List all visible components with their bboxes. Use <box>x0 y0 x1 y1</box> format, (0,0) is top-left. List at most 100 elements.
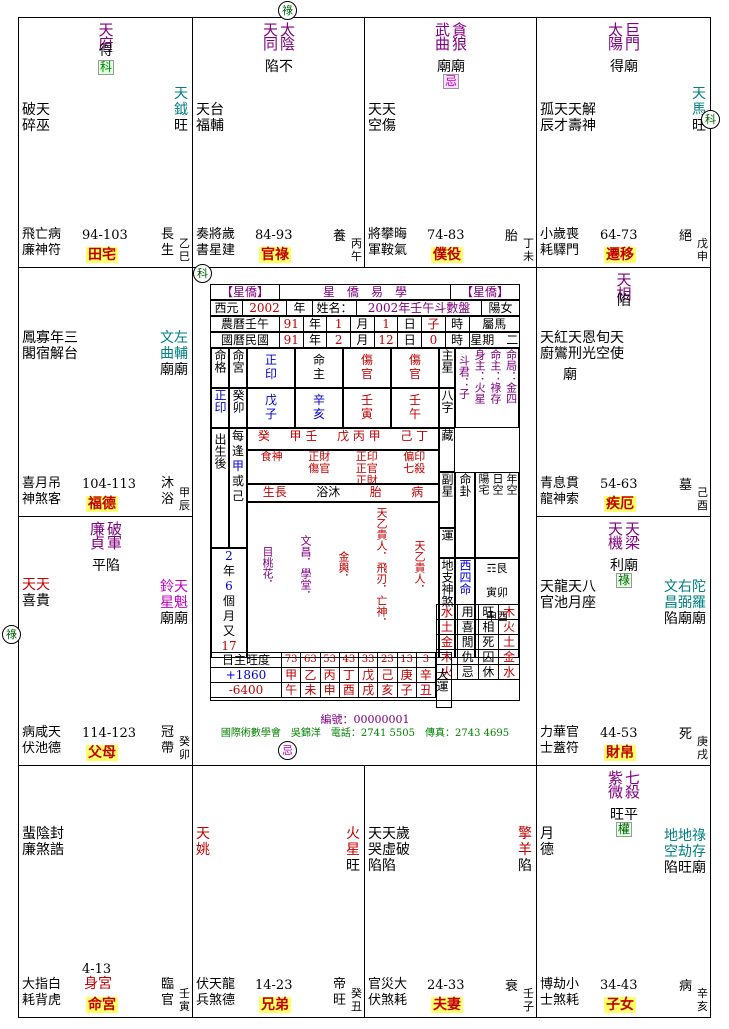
palace-ganzhi: 壬寅 <box>179 987 190 1013</box>
stage-char: 病 <box>678 979 692 994</box>
major-star: 巨門 <box>623 22 641 50</box>
major-stars: 天機天梁 <box>606 521 641 549</box>
palace-name[interactable]: 遷移 <box>604 247 636 263</box>
palace-ganzhi: 甲辰 <box>179 486 190 512</box>
palace-name[interactable]: 命宮 <box>86 997 118 1013</box>
minor-stars-left: 天姚 <box>196 826 210 858</box>
shensha-line: 軍鞍氣 <box>368 243 408 258</box>
pillar-ganzhi: 壬午 <box>391 388 439 428</box>
palace-name[interactable]: 財帛 <box>604 745 636 761</box>
shensha-line: 力華官 <box>540 725 580 740</box>
shensha-list: 官災大伏煞耗 <box>368 977 407 1009</box>
shensha-line: 大指白 <box>22 977 62 992</box>
ming-gong: 命宮 <box>229 348 247 388</box>
palace-name[interactable]: 兄弟 <box>259 997 291 1013</box>
daxian-age: 94-103 <box>82 228 128 243</box>
center-header: 【星僑】星 僑 易 學【星僑】 <box>210 284 520 300</box>
shensha-line: 青息貫 <box>540 476 580 491</box>
palace-name[interactable]: 疾厄 <box>604 496 636 512</box>
shensha-line: 奏將歲 <box>196 227 236 242</box>
wuxing-table: 水用旺木土喜相火金閒死土木仇囚金火忌休水 <box>436 604 520 680</box>
palace-name[interactable]: 官祿 <box>259 247 291 263</box>
minor-stars-right: 擎羊陷 <box>518 826 532 874</box>
palace-ganzhi: 己酉 <box>697 486 708 512</box>
minor-star-line: 姚 <box>196 842 210 858</box>
shensha-list: 青息貫龍神索 <box>540 476 579 508</box>
palace-ganzhi: 癸丑 <box>351 987 362 1013</box>
major-brightness: 得廟 <box>610 59 638 75</box>
palace-name[interactable]: 父母 <box>86 745 118 761</box>
minor-stars-left: 蜚陰封廉煞誥 <box>22 826 64 858</box>
minor-stars-left: 月德 <box>540 826 554 858</box>
shensha-line: 伏煞耗 <box>368 993 408 1008</box>
palace-name[interactable]: 僕役 <box>431 247 463 263</box>
stage-char: 長 <box>160 227 174 242</box>
daxian-age: 74-83 <box>427 228 465 243</box>
palace-name[interactable]: 福德 <box>86 496 118 512</box>
minor-star-line: 德 <box>540 842 554 858</box>
minor-star-line: 碎巫 <box>22 118 50 134</box>
ke-circle-center: 科 <box>193 264 212 283</box>
shensha-line: 小歲喪 <box>540 227 580 242</box>
shishen: 食神正財傷官正印正官正財偏印七殺 <box>247 450 439 484</box>
minor-star-line: 文右陀 <box>664 579 706 595</box>
minor-star-line: 辰才壽神 <box>540 118 596 134</box>
minor-stars-left: 天龍天八官池月座 <box>540 579 596 611</box>
stage-char: 胎 <box>504 229 518 244</box>
palace-name[interactable]: 田宅 <box>86 247 118 263</box>
daxian-age: 14-23 <box>255 978 293 993</box>
palace-ganzhi: 丙午 <box>351 237 362 263</box>
major-brightness: 得 <box>99 43 113 59</box>
shensha-list: 喜月吊神煞客 <box>22 476 61 508</box>
stage-char: 臨 <box>160 977 174 992</box>
stage-char: 旺 <box>332 993 346 1008</box>
pillar-ganzhi: 辛亥 <box>295 388 343 428</box>
minor-star-line: 天 <box>692 86 706 102</box>
gua-cols: 陽宅日空年空 <box>475 472 519 558</box>
palace-name[interactable]: 夫妻 <box>431 997 463 1013</box>
minor-star-line: 天天 <box>22 577 50 593</box>
major-star: 紫微 <box>606 770 624 798</box>
cheng-stages: 生長浴沐胎病 <box>247 484 439 502</box>
shensha-line: 博劫小 <box>540 977 580 992</box>
dayun-label: 大運 <box>435 652 452 708</box>
palace-name[interactable]: 子女 <box>604 997 636 1013</box>
shensha-line: 書星建 <box>196 243 236 258</box>
stage-char: 絕 <box>678 229 692 244</box>
minor-star-line: 官池月座 <box>540 595 596 611</box>
pillar-top: 正印 <box>247 348 295 388</box>
pillar-top: 命主 <box>295 348 343 388</box>
daxian-age: 24-33 <box>427 978 465 993</box>
minor-star-line: 鈴天 <box>160 579 188 595</box>
minor-star-line: 火 <box>346 826 360 842</box>
shensha-line: 飛亡病 <box>22 227 62 242</box>
shensha-list: 小歲喪耗驛門 <box>540 227 579 259</box>
minor-stars-right: 火星旺 <box>346 826 360 874</box>
daxian-age: 4-13 <box>82 962 112 977</box>
minor-star-line: 空劫存 <box>664 844 706 860</box>
shensha-line: 士煞耗 <box>540 993 580 1008</box>
major-star: 七殺 <box>623 770 641 798</box>
hua-badge: 忌 <box>443 74 460 89</box>
major-brightness: 平陷 <box>92 558 120 574</box>
minor-stars-right: 文左曲輔廟廟 <box>160 330 188 378</box>
stage-char: 帶 <box>160 741 174 756</box>
daxian-age: 64-73 <box>600 228 638 243</box>
palace-ganzhi: 庚戌 <box>697 735 708 761</box>
hua-badge: 科 <box>98 60 115 75</box>
major-star: 太陰 <box>278 22 296 50</box>
shensha-list: 博劫小士煞耗 <box>540 977 579 1009</box>
